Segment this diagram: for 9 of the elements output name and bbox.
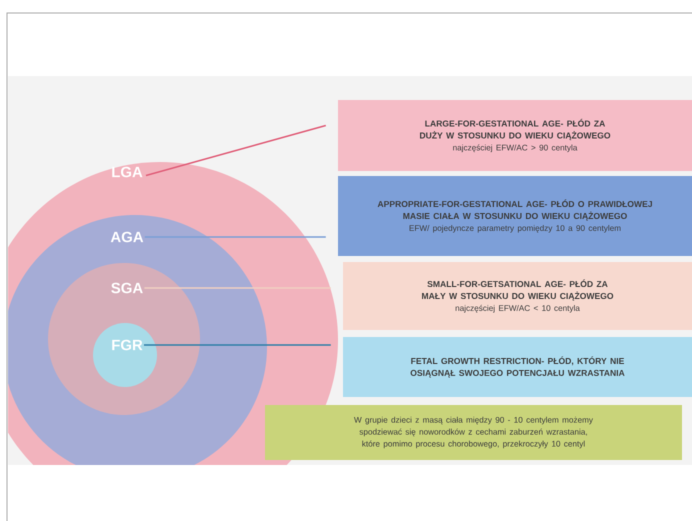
leader-line: [144, 344, 331, 346]
note-box: W grupie dzieci z masą ciała między 90 - 10 centylem możemy spodziewać się noworodków z cechami zaburzeń wzrastania, które pomimo procesu chorobowego, przekroczyły 10 centyl: [265, 405, 682, 460]
leader-line: [146, 124, 326, 176]
definition-box: APPROPRIATE-FOR-GESTATIONAL AGE- PŁÓD O PRAWIDŁOWEJ MASIE CIAŁA W STOSUNKU DO WIEKU CIĄŻOWEGO EFW/ pojedyncze parametry pomiędzy 10 a 90 centylem: [338, 176, 692, 256]
leader-line: [144, 236, 326, 238]
definition-box: SMALL-FOR-GETSATIONAL AGE- PŁÓD ZA MAŁY W STOSUNKU DO WIEKU CIĄŻOWEGO najczęściej EFW/AC < 10 centyla: [343, 262, 692, 330]
leader-line: [144, 287, 331, 289]
definition-box: FETAL GROWTH RESTRICTION- PŁÓD, KTÓRY NIE OSIĄGNĄŁ SWOJEGO POTENCJAŁU WZRASTANIA: [343, 337, 692, 397]
definition-box: LARGE-FOR-GESTATIONAL AGE- PŁÓD ZA DUŻY W STOSUNKU DO WIEKU CIĄŻOWEGO najczęściej EFW/AC > 90 centyla: [338, 100, 692, 171]
